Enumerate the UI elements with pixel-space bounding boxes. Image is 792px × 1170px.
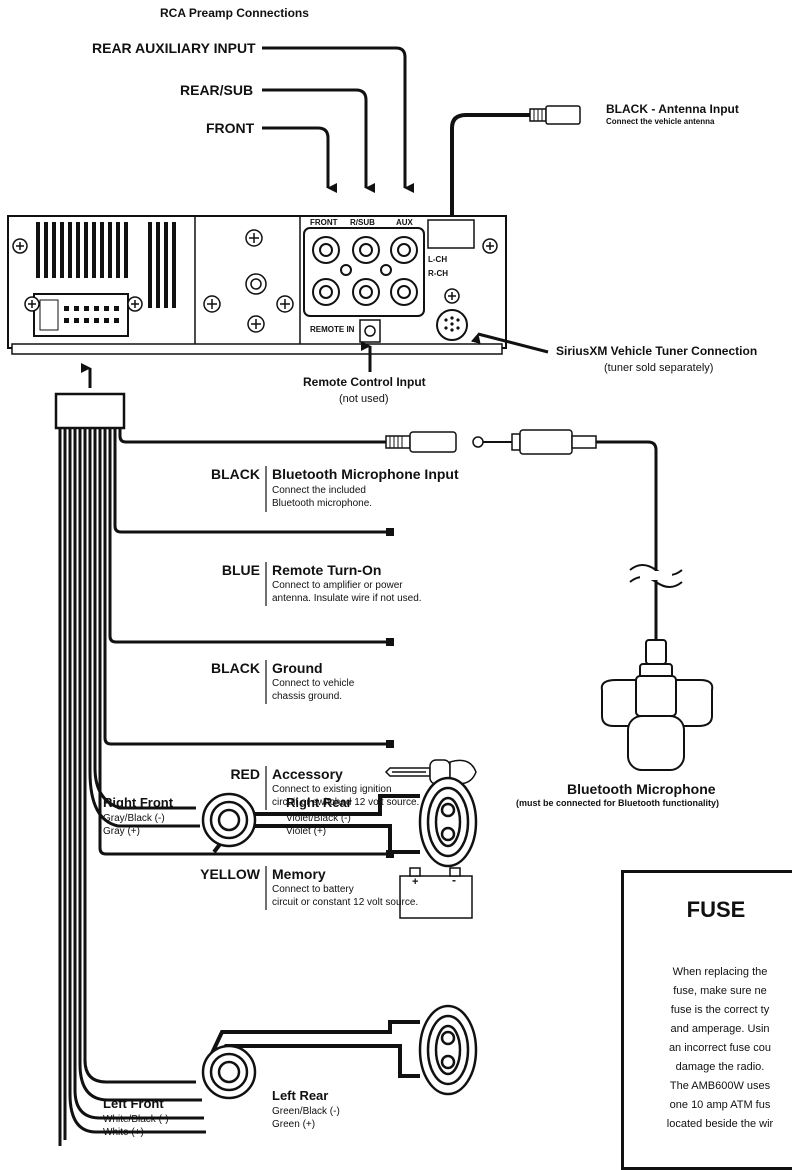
jack-aux-label: AUX: [396, 218, 413, 227]
battery-minus: -: [452, 873, 456, 887]
wire-bundle: [58, 428, 392, 1146]
front-label: FRONT: [206, 120, 255, 136]
wire-title-memory: Memory: [272, 866, 326, 882]
wire-desc2-accessory: circuit or switched 12 volt source.: [272, 797, 420, 808]
speaker-right-rear-name: Right Rear: [286, 795, 352, 810]
fuse-title: FUSE: [686, 897, 746, 922]
speaker-right-rear-wire1: Violet/Black (-): [286, 813, 351, 824]
wire-title-ground: Ground: [272, 660, 323, 676]
mic-plug-male: [472, 429, 658, 640]
fuse-info-box: FUSE When replacing the fuse, make sure …: [621, 870, 792, 1170]
fuse-line: fuse is the correct ty: [670, 1004, 770, 1016]
wiring-diagram: RCA Preamp Connections REAR AUXILIARY IN…: [7, 6, 792, 1170]
remote-in-label: REMOTE IN: [310, 325, 355, 334]
jack-rsub-label: R/SUB: [350, 218, 375, 227]
wire-desc1-memory: Connect to battery: [272, 884, 354, 895]
microphone-sub: (must be connected for Bluetooth functio…: [516, 798, 719, 808]
rca-title: RCA Preamp Connections: [160, 6, 309, 20]
antenna-title: BLACK - Antenna Input: [606, 102, 739, 116]
wire-title-mic: Bluetooth Microphone Input: [272, 466, 459, 482]
lch-label: L-CH: [428, 255, 448, 264]
speaker-right-front-name: Right Front: [103, 795, 174, 810]
speaker-right-front-drawing: [201, 792, 257, 848]
wire-title-remote: Remote Turn-On: [272, 562, 382, 578]
speaker-left-rear-wire1: Green/Black (-): [272, 1106, 340, 1117]
speaker-right-rear-wire2: Violet (+): [286, 826, 327, 837]
wire-color-remote: BLUE: [221, 562, 260, 578]
speaker-left-rear-drawing: [418, 1004, 478, 1096]
speaker-left-rear-wire2: Green (+): [272, 1119, 316, 1130]
wire-desc2-remote: antenna. Insulate wire if not used.: [272, 593, 422, 604]
speaker-left-front-wire1: White/Black (-): [103, 1114, 169, 1125]
wire-color-mic: BLACK: [211, 466, 260, 482]
harness-plug: [54, 392, 126, 430]
fuse-line: When replacing the: [672, 966, 768, 978]
siriusxm-title: SiriusXM Vehicle Tuner Connection: [556, 344, 758, 358]
wire-desc2-mic: Bluetooth microphone.: [272, 498, 373, 509]
remote-input-title: Remote Control Input: [303, 375, 426, 389]
speaker-left-rear-name: Left Rear: [272, 1088, 329, 1103]
rca-leader-lines: [262, 46, 414, 193]
wiring-diagram-graphics: [7, 46, 714, 1146]
speaker-right-front-wire1: Gray/Black (-): [103, 813, 165, 824]
speaker-right-rear-drawing: [418, 776, 478, 868]
wire-tips: [386, 528, 394, 858]
fuse-body: When replacing the fuse, make sure ne fu…: [632, 963, 792, 1134]
wire-color-ground: BLACK: [211, 660, 260, 676]
battery-plus: +: [412, 876, 419, 888]
wire-desc1-accessory: Connect to existing ignition: [272, 784, 392, 795]
wire-desc2-memory: circuit or constant 12 volt source.: [272, 897, 419, 908]
rear-sub-label: REAR/SUB: [180, 82, 254, 98]
fuse-line: located beside the wir: [666, 1118, 774, 1130]
siriusxm-arrow: [470, 332, 549, 354]
wire-color-memory: YELLOW: [200, 866, 260, 882]
speaker-left-front-wire2: White (+): [103, 1127, 144, 1138]
key-icon: [384, 759, 477, 785]
fuse-line: and amperage. Usin: [670, 1023, 770, 1035]
wire-desc1-remote: Connect to amplifier or power: [272, 580, 403, 591]
fuse-line: damage the radio.: [675, 1061, 765, 1073]
remote-input-sub: (not used): [339, 393, 389, 405]
jack-front-label: FRONT: [310, 218, 338, 227]
speaker-right-front-wire2: Gray (+): [103, 826, 140, 837]
radio-chassis: [7, 215, 507, 355]
siriusxm-sub: (tuner sold separately): [604, 362, 714, 374]
speaker-left-front-drawing: [201, 1044, 257, 1100]
wire-desc1-mic: Connect the included: [272, 485, 366, 496]
antenna-cable: [450, 105, 581, 242]
wire-color-accessory: RED: [230, 766, 260, 782]
battery-icon: [399, 867, 473, 919]
microphone-title: Bluetooth Microphone: [567, 781, 716, 797]
fuse-line: an incorrect fuse cou: [668, 1042, 772, 1054]
antenna-desc: Connect the vehicle antenna: [606, 117, 715, 126]
mic-jack-female: [385, 431, 457, 453]
bluetooth-microphone-drawing: [600, 639, 714, 771]
wire-desc2-ground: chassis ground.: [272, 691, 343, 702]
cable-break: [629, 564, 683, 576]
wire-desc1-ground: Connect to vehicle: [272, 678, 355, 689]
fuse-line: one 10 amp ATM fus: [669, 1099, 771, 1111]
rear-aux-label: REAR AUXILIARY INPUT: [92, 40, 256, 56]
speaker-left-front-name: Left Front: [103, 1096, 164, 1111]
rch-label: R-CH: [428, 269, 448, 278]
wire-title-accessory: Accessory: [272, 766, 343, 782]
fuse-line: The AMB600W uses: [669, 1080, 771, 1092]
fuse-line: fuse, make sure ne: [673, 985, 767, 997]
